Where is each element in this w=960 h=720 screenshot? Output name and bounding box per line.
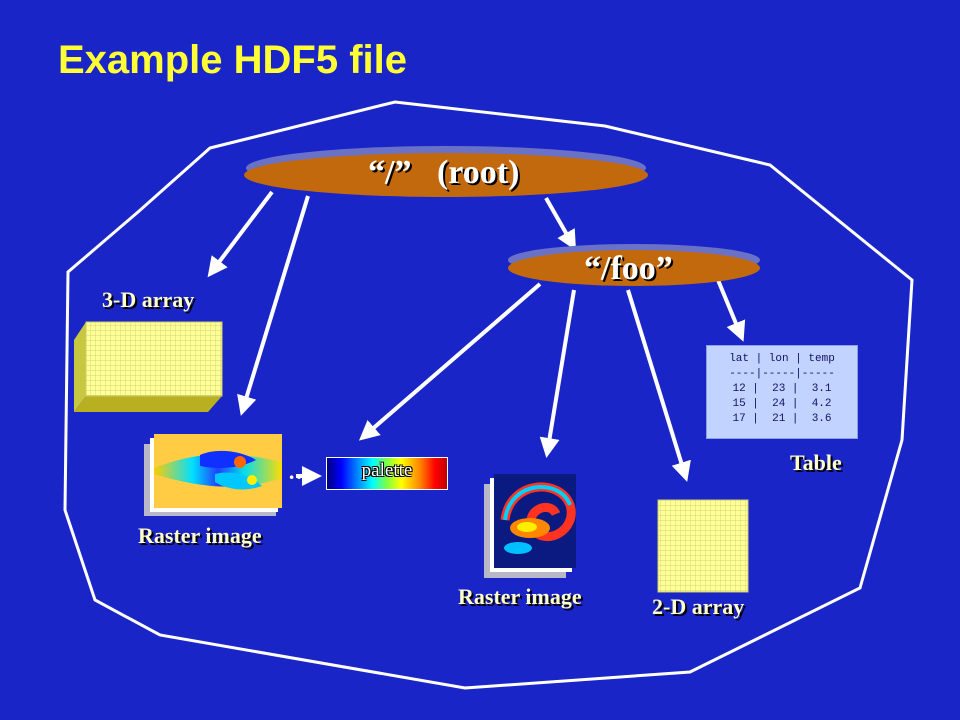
arrows [207,190,746,486]
page-title: Example HDF5 file [58,38,408,82]
raster-image-2-label: Raster image [458,584,582,609]
table-row: 17 | 21 | 3.6 [732,413,832,425]
arrow-root-to-foo [544,197,576,251]
raster-image-1-label: Raster image [138,523,262,548]
palette-swatch: palette [326,457,448,490]
arrow-root-to-raster-image [237,195,310,416]
array-2d-label: 2-D array [652,594,745,619]
arrow-foo-to-palette [358,282,542,441]
foo-ellipse [508,250,760,286]
arrow-foo-to-table [716,279,746,342]
raster-image-2 [484,474,576,578]
array-2d-dataset [657,499,749,593]
table-header: lat | lon | temp [729,353,835,365]
foo-group-label: “/foo” [584,250,673,287]
table-row: 12 | 23 | 3.1 [732,383,832,395]
table-row: 15 | 24 | 4.2 [732,398,832,410]
root-ellipse [244,153,648,197]
arrow-foo-to-2d-array [626,289,691,482]
array-3d-dataset [74,321,223,412]
array-3d-label: 3-D array [102,287,195,312]
root-group-label: “/” (root) [368,154,520,191]
palette-link-dots: …. [288,459,316,484]
raster-image-1 [144,434,282,516]
table-label: Table [790,450,842,475]
arrow-root-to-3d-array [207,190,274,278]
table-dataset: lat | lon | temp ----|-----|----- 12 | 2… [706,345,858,439]
file-boundary [63,100,914,690]
arrow-foo-to-raster-image [539,289,576,458]
palette-label: palette [361,460,413,481]
table-separator: ----|-----|----- [729,368,835,380]
